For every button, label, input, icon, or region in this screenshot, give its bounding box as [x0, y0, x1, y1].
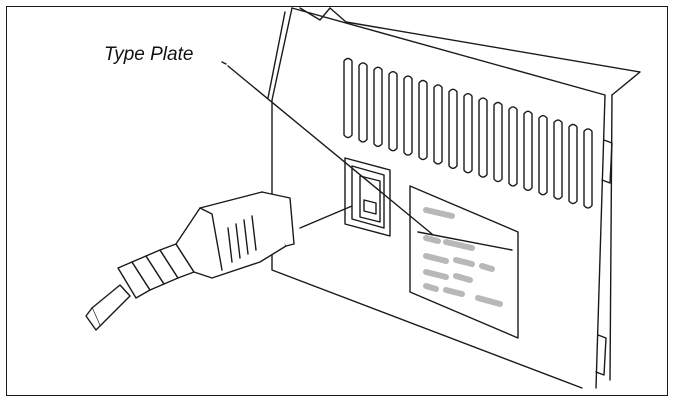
- vent-slot: [583, 128, 593, 209]
- vent-slot: [523, 110, 533, 191]
- power-inlet-socket: [344, 157, 391, 237]
- type-plate-markings: [423, 207, 503, 307]
- vent-slot: [448, 88, 458, 169]
- vent-slot: [553, 119, 563, 200]
- vent-slot: [463, 93, 473, 174]
- vent-slot: [568, 123, 578, 205]
- type-plate: [409, 185, 519, 339]
- vent-slot: [478, 97, 488, 178]
- vent-slot: [433, 84, 443, 165]
- mains-plug: [85, 191, 295, 331]
- ventilation-grille: [343, 57, 593, 209]
- callout-leader-line: [227, 65, 433, 235]
- vent-slot: [493, 101, 503, 183]
- vent-slot: [343, 57, 353, 139]
- vent-slot: [508, 106, 518, 187]
- vent-slot: [538, 115, 548, 196]
- vent-slot: [373, 66, 383, 147]
- vent-slot: [403, 75, 413, 156]
- vent-slot: [418, 79, 428, 161]
- vent-slot: [358, 62, 368, 143]
- device-housing: [267, 7, 641, 389]
- type-plate-label: Type Plate: [104, 44, 194, 65]
- vent-slot: [388, 71, 398, 152]
- inlet-leader-line: [299, 205, 353, 229]
- figure-frame: [6, 6, 668, 396]
